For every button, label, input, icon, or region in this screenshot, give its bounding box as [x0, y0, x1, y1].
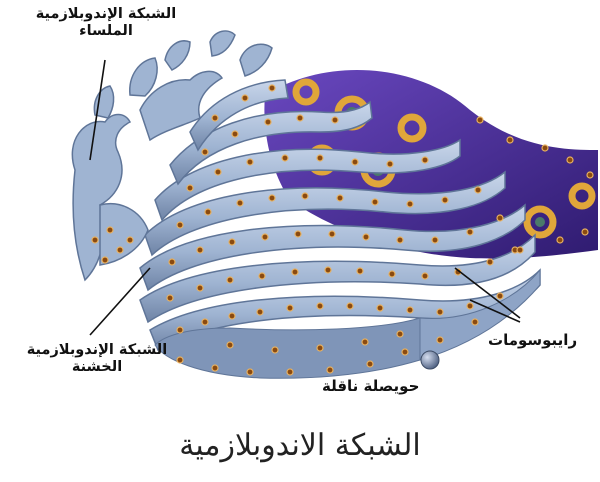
- rough-er-label: الشبكة الإندوبلازمية الخشنة: [2, 342, 192, 375]
- smooth-er-label-line1: الشبكة الإندوبلازمية: [6, 6, 206, 23]
- transport-vesicle-label: حويصلة ناقلة: [322, 378, 419, 395]
- transport-vesicle-shape: [421, 351, 439, 369]
- ribosomes-label: رايبوسومات: [488, 332, 577, 349]
- smooth-er-label: الشبكة الإندوبلازمية الملساء: [6, 6, 206, 39]
- figure-caption: الشبكة الاندوبلازمية: [0, 428, 600, 463]
- rough-er-label-line1: الشبكة الإندوبلازمية: [2, 342, 192, 359]
- rough-er-label-line2: الخشنة: [2, 359, 192, 376]
- smooth-er-label-line2: الملساء: [6, 23, 206, 40]
